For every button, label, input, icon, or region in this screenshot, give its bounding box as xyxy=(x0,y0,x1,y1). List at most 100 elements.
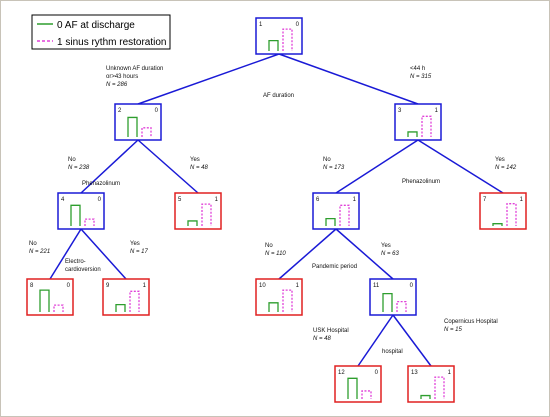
node-class-label: 0 xyxy=(155,108,159,114)
edge-6-10 xyxy=(278,228,337,280)
branch-label-b3: <44 h N = 315 xyxy=(410,66,432,80)
bar-class-0 xyxy=(115,303,126,312)
bar-class-1 xyxy=(421,115,432,137)
edge-1-3 xyxy=(278,53,419,105)
split-label-phenazolinum-left: Phenazolinum xyxy=(82,181,120,187)
bar-class-1 xyxy=(84,218,95,226)
node-class-label: 1 xyxy=(296,283,300,289)
bar-class-1 xyxy=(361,390,372,399)
internal-node-box xyxy=(394,103,442,141)
split-label-pandemic-period: Pandemic period xyxy=(312,264,357,270)
terminal-node-box xyxy=(479,192,527,230)
branch-label-b7: Yes N = 142 xyxy=(495,157,517,171)
node-13: 13 1 xyxy=(407,365,455,403)
node-id-label: 13 xyxy=(411,370,418,376)
bar-class-1 xyxy=(282,28,293,51)
edge-2-4 xyxy=(80,139,139,194)
node-id-label: 5 xyxy=(178,197,182,203)
terminal-node-box xyxy=(255,278,303,316)
bar-class-1 xyxy=(282,289,293,312)
internal-node-box xyxy=(312,192,360,230)
split-label-phenazolinum-right: Phenazolinum xyxy=(402,179,440,185)
edge-11-12 xyxy=(357,314,394,367)
branch-label-b11: Yes N = 63 xyxy=(381,243,400,257)
bar-class-0 xyxy=(347,377,358,399)
bar-class-1 xyxy=(506,203,517,226)
node-class-label: 1 xyxy=(448,370,452,376)
branch-label-b8: No N = 221 xyxy=(29,241,50,255)
branch-label-b12: USK Hospital N = 48 xyxy=(313,328,350,342)
tree-edges xyxy=(49,53,504,367)
node-class-label: 0 xyxy=(296,22,300,28)
terminal-node-box xyxy=(174,192,222,230)
terminal-node-box xyxy=(407,365,455,403)
branch-label-b13: Copernicus Hospital N = 15 xyxy=(444,319,499,333)
node-id-label: 7 xyxy=(483,197,487,203)
node-class-label: 1 xyxy=(143,283,147,289)
node-id-label: 4 xyxy=(61,197,65,203)
bar-class-0 xyxy=(268,40,279,51)
bar-class-0 xyxy=(187,220,198,226)
bar-class-1 xyxy=(434,376,445,399)
bar-class-0 xyxy=(420,394,431,399)
legend-box xyxy=(31,14,171,50)
node-id-label: 12 xyxy=(338,370,345,376)
node-id-label: 6 xyxy=(316,197,320,203)
legend-label-1: 1 sinus rythm restoration xyxy=(57,37,167,48)
edge-4-8 xyxy=(49,228,82,280)
node-class-label: 1 xyxy=(520,197,524,203)
edge-11-13 xyxy=(392,314,432,367)
node-class-label: 1 xyxy=(435,108,439,114)
terminal-node-box xyxy=(334,365,382,403)
edge-3-6 xyxy=(335,139,419,194)
bar-class-1 xyxy=(201,203,212,226)
node-class-label: 1 xyxy=(353,197,357,203)
bar-class-0 xyxy=(70,204,81,226)
bar-class-1 xyxy=(141,127,152,137)
node-id-label: 8 xyxy=(30,283,34,289)
internal-node-box xyxy=(57,192,105,230)
edge-6-11 xyxy=(335,228,394,280)
bar-class-0 xyxy=(492,223,503,226)
terminal-node-box xyxy=(26,278,74,316)
node-class-label: 1 xyxy=(215,197,219,203)
node-id-label: 9 xyxy=(106,283,110,289)
terminal-node-box xyxy=(102,278,150,316)
branch-label-b10: No N = 110 xyxy=(265,243,286,257)
split-label-electro-cardioversion: Electro-cardioversion xyxy=(65,259,101,273)
legend-label-0: 0 AF at discharge xyxy=(57,20,135,31)
internal-node-box xyxy=(369,278,417,316)
bar-class-0 xyxy=(407,131,418,137)
node-id-label: 1 xyxy=(259,22,263,28)
legend: 0 AF at discharge 1 sinus rythm restorat… xyxy=(31,14,171,50)
edge-1-2 xyxy=(137,53,280,105)
edge-4-9 xyxy=(80,228,127,280)
edge-3-7 xyxy=(417,139,504,194)
internal-node-box xyxy=(255,17,303,55)
node-class-label: 0 xyxy=(98,197,102,203)
branch-label-b9: Yes N = 17 xyxy=(130,241,149,255)
bar-class-1 xyxy=(53,304,64,312)
bar-class-0 xyxy=(268,302,279,312)
branch-label-b6: No N = 173 xyxy=(323,157,345,171)
bar-class-0 xyxy=(325,217,336,226)
bar-class-0 xyxy=(39,289,50,312)
bar-class-0 xyxy=(382,292,393,312)
node-id-label: 3 xyxy=(398,108,402,114)
node-class-label: 0 xyxy=(410,283,414,289)
branch-label-b4: No N = 238 xyxy=(68,157,90,171)
